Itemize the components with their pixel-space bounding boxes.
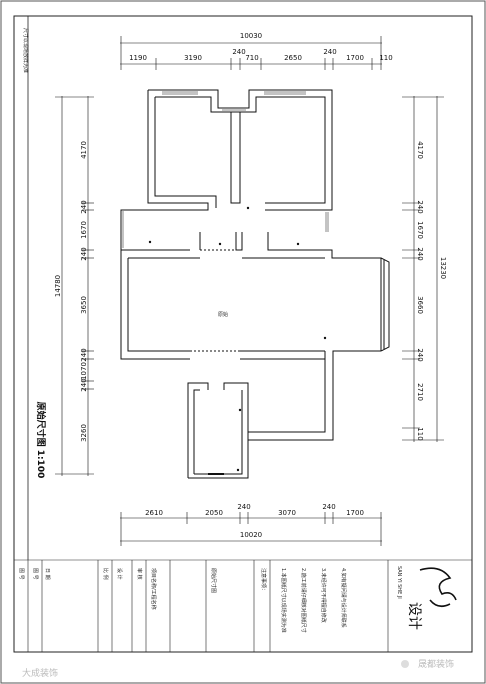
right-dim-2: 240 [416, 200, 424, 213]
bottom-dim-6: 1700 [346, 509, 364, 517]
bottom-dim-2: 2050 [205, 509, 223, 517]
brand-pinyin: SAN YI SHE JI [396, 566, 402, 599]
tb-note-1: 1.本图纸尺寸以现场实测为准 [280, 568, 287, 633]
left-dim-6: 240 [80, 348, 88, 361]
tb-note-3: 3.未经许可不得擅自修改 [320, 568, 327, 623]
top-dim-8: 110 [379, 54, 392, 62]
top-dim-7: 1700 [346, 54, 364, 62]
floor-plan-walls [120, 89, 390, 479]
top-total-dim: 10030 [240, 32, 262, 40]
center-mark: 原始 [218, 311, 228, 318]
left-dim-1: 4170 [80, 141, 88, 159]
bottom-dim-4: 3070 [278, 509, 296, 517]
fixture-markers [148, 206, 327, 472]
drawing-title: 原始尺寸图 1:100 [35, 402, 47, 479]
right-dim-8: 110 [416, 427, 424, 440]
tb-note-2: 2.施工前请仔细核对图纸尺寸 [300, 568, 307, 633]
right-dim-6: 240 [416, 348, 424, 361]
right-dim-3: 1670 [416, 221, 424, 239]
left-dim-3: 1670 [80, 221, 88, 239]
bottom-dim-5: 240 [322, 503, 335, 511]
title-block [14, 559, 472, 652]
right-dim-4: 240 [416, 247, 424, 260]
tb-col3-b: 审 核 [136, 568, 143, 580]
left-total-dim: 14780 [54, 275, 62, 297]
bottom-dimension-chain [120, 512, 382, 546]
tb-col3-a: 设 计 [116, 568, 123, 580]
left-dim-5: 3650 [80, 296, 88, 314]
top-dim-3: 240 [232, 48, 245, 56]
left-dimension-chain [55, 96, 94, 476]
right-dim-1: 4170 [416, 141, 424, 159]
right-dimension-chain [402, 96, 444, 442]
tb-col1-a: 图 号 [18, 568, 24, 580]
drawing-frame [13, 15, 473, 653]
tb-drawing-name: 原始尺寸图 [210, 568, 217, 593]
right-dim-7: 2710 [416, 383, 424, 401]
left-dim-8: 240 [80, 378, 88, 391]
tb-col1-b: 图 号 [32, 568, 38, 580]
tb-col2-b: 比 例 [102, 568, 109, 580]
left-dim-2: 240 [80, 200, 88, 213]
brand-signature-logo [419, 567, 457, 608]
tb-note-head: 注意事项： [260, 568, 267, 593]
wechat-icon [401, 660, 409, 668]
window-marks [122, 91, 329, 248]
tb-project-name: 项目名称/工程名称 [150, 568, 157, 610]
watermark-left: 大成装饰 [22, 667, 58, 679]
top-dim-5: 2650 [284, 54, 302, 62]
right-dim-5: 3660 [416, 296, 424, 314]
watermark-right: 晟都装饰 [418, 658, 454, 670]
top-dim-2: 3190 [184, 54, 202, 62]
top-dim-4: 710 [245, 54, 258, 62]
bottom-total-dim: 10020 [240, 531, 262, 539]
bottom-dim-1: 2610 [145, 509, 163, 517]
right-total-dim: 13230 [439, 257, 447, 279]
top-dim-6: 240 [323, 48, 336, 56]
title-strip-text: 尺寸以现场放样为准 [22, 28, 29, 73]
top-dim-1: 1190 [129, 54, 147, 62]
brand-cn: 设计 [406, 602, 422, 630]
left-dim-4: 240 [80, 247, 88, 260]
top-dimension-chain [120, 36, 382, 70]
bottom-dim-3: 240 [237, 503, 250, 511]
tb-note-4: 4.如有疑问请与设计师联系 [340, 568, 347, 628]
left-dim-7: 1070 [80, 362, 88, 380]
tb-col2-a: 日 期 [44, 568, 50, 580]
left-dim-9: 3260 [80, 424, 88, 442]
